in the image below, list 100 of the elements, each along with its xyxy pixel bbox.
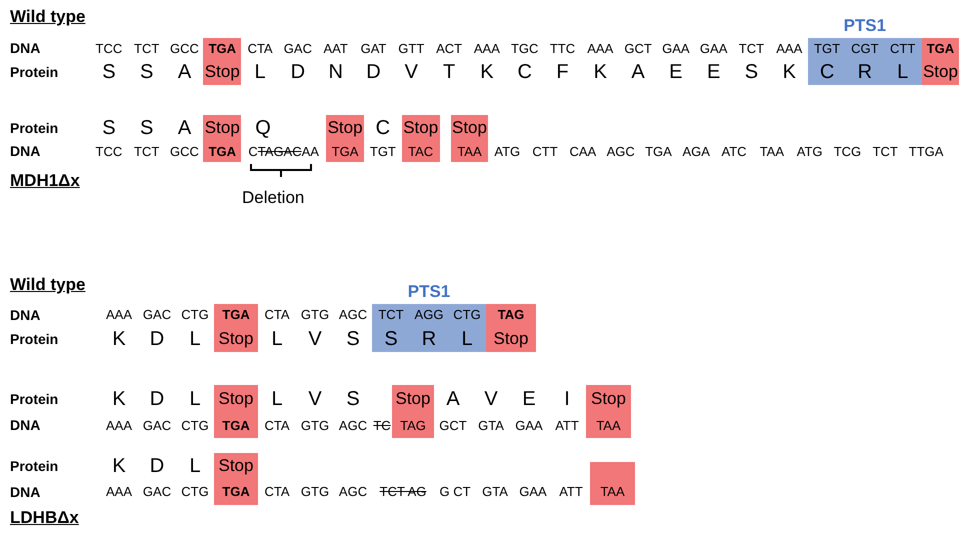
amino-acid-text: C xyxy=(376,118,390,138)
stop-text: Stop xyxy=(218,390,254,407)
row-label: DNA xyxy=(10,144,40,158)
codon-text: TCT xyxy=(872,144,898,158)
row-label: Protein xyxy=(10,120,58,134)
amino-acid-text: D xyxy=(150,456,164,476)
codon-text: ATC xyxy=(722,144,747,158)
section-title: LDHBΔx xyxy=(10,509,79,526)
codon-text: ACT xyxy=(436,42,462,54)
amino-acid-text: E xyxy=(522,388,536,408)
codon-text: AGC xyxy=(338,485,368,498)
row-label: DNA xyxy=(10,308,40,322)
codon-text: GTG xyxy=(300,308,330,321)
codon-text: GCC xyxy=(170,144,199,158)
amino-acid-text: A xyxy=(178,118,192,138)
codon-text: G CT xyxy=(439,485,471,498)
stop-codon-highlight xyxy=(486,304,536,352)
amino-acid-text: E xyxy=(706,62,720,82)
codon-text: TCT xyxy=(134,42,160,54)
stop-codon-highlight xyxy=(586,385,631,438)
codon-text: CTG xyxy=(181,308,209,321)
codon-text: TGA xyxy=(208,42,236,54)
amino-acid-text: S xyxy=(346,328,360,348)
stop-text: Stop xyxy=(396,390,430,407)
stop-codon-highlight xyxy=(922,38,960,85)
codon-text: TTC xyxy=(550,42,576,54)
codon-text: TAC xyxy=(408,144,434,158)
codon-text: GAA xyxy=(700,42,728,54)
codon-text: TCT xyxy=(134,144,160,158)
codon-text: TAG xyxy=(498,308,524,321)
stop-text: Stop xyxy=(328,119,363,136)
codon-text: GCC xyxy=(170,42,199,54)
stop-text: Stop xyxy=(218,457,254,474)
codon-text: GAT xyxy=(360,42,386,54)
amino-acid-text: K xyxy=(112,456,126,476)
codon-text: CTG xyxy=(453,308,481,321)
codon-text: GTG xyxy=(300,418,330,432)
stop-text: Stop xyxy=(494,330,528,347)
amino-acid-text: D xyxy=(290,62,306,82)
codon-text: CTT xyxy=(890,42,916,54)
codon-text: TGA xyxy=(208,144,236,158)
stop-text: Stop xyxy=(922,63,958,80)
codon-text: CGT xyxy=(851,42,879,54)
amino-acid-text: L xyxy=(189,388,201,408)
stop-codon-highlight xyxy=(402,115,440,162)
amino-acid-text: V xyxy=(404,62,418,82)
codon-text: GTG xyxy=(300,485,330,498)
stop-text: Stop xyxy=(204,63,240,80)
row-label: Protein xyxy=(10,64,58,78)
codon-text: GTT xyxy=(398,42,424,54)
amino-acid-text: R xyxy=(858,62,872,82)
codon-text: TAA xyxy=(760,144,784,158)
amino-acid-text: D xyxy=(150,328,164,348)
stop-codon-highlight xyxy=(203,38,242,85)
amino-acid-text: D xyxy=(366,62,381,82)
codon-text: AAA xyxy=(776,42,802,54)
codon-text: GAC xyxy=(142,485,172,498)
row-label: Protein xyxy=(10,392,58,406)
amino-acid-text: E xyxy=(669,62,683,82)
amino-acid-text: K xyxy=(112,328,126,348)
codon-text: TTGA xyxy=(908,144,944,158)
codon-text: CTA xyxy=(264,418,290,432)
stop-codon-highlight xyxy=(214,304,258,352)
row-label: DNA xyxy=(10,484,40,498)
amino-acid-text: Q xyxy=(255,118,271,138)
codon-text: GCT xyxy=(439,418,467,432)
codon-text: TCC xyxy=(96,144,122,158)
amino-acid-text: A xyxy=(631,62,645,82)
amino-acid-text: L xyxy=(189,456,201,476)
codon-text: TGA xyxy=(222,308,250,321)
amino-acid-text: L xyxy=(461,328,473,348)
row-label: Protein xyxy=(10,458,58,472)
annotation-text: Deletion xyxy=(242,189,304,206)
codon-text: AGG xyxy=(414,308,444,321)
codon-text: GAA xyxy=(519,485,547,498)
amino-acid-text: K xyxy=(112,388,126,408)
amino-acid-text: V xyxy=(484,388,498,408)
codon-text: GCT xyxy=(624,42,652,54)
amino-acid-text: K xyxy=(480,62,494,82)
codon-text: GAC xyxy=(142,308,172,321)
amino-acid-text: S xyxy=(346,388,360,408)
codon-text: GAA xyxy=(662,42,690,54)
pts1-heading: PTS1 xyxy=(842,17,888,34)
row-label: DNA xyxy=(10,41,40,55)
section-title: Wild type xyxy=(10,8,86,25)
amino-acid-text: C xyxy=(820,62,834,82)
codon-text: TGT xyxy=(814,42,840,54)
codon-text: TGA xyxy=(332,144,358,158)
amino-acid-text: S xyxy=(102,62,116,82)
codon-text: AGC xyxy=(338,418,368,432)
amino-acid-text: D xyxy=(150,388,164,408)
codon-text: ATG xyxy=(796,144,823,158)
amino-acid-text: V xyxy=(308,388,322,408)
amino-acid-text: L xyxy=(189,328,201,348)
codon-text: TAA xyxy=(600,485,625,498)
amino-acid-text: R xyxy=(422,328,436,348)
amino-acid-text: I xyxy=(564,388,570,408)
stop-text: Stop xyxy=(218,330,254,347)
codon-text: TGA xyxy=(222,485,250,498)
codon-text: TGA xyxy=(222,418,250,432)
